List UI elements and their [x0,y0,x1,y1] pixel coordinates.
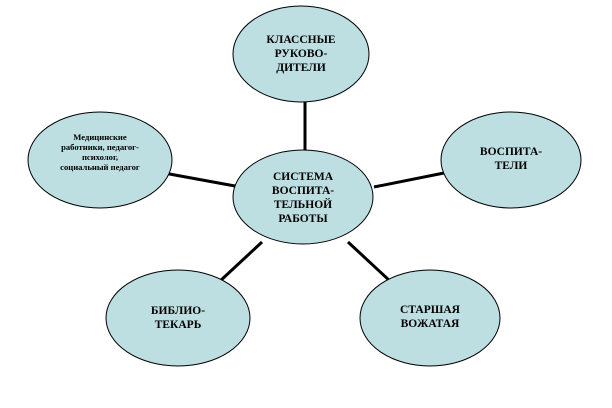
node-medical-workers [27,111,173,209]
connector-medical-workers [163,171,236,188]
node-class-teachers [232,5,370,103]
connector-librarian [217,240,264,284]
node-educators [440,111,582,209]
node-center [232,149,374,245]
node-librarian [105,269,251,367]
connector-senior-counselor [346,240,393,284]
connector-educators [373,171,445,189]
node-senior-counselor [359,269,501,367]
